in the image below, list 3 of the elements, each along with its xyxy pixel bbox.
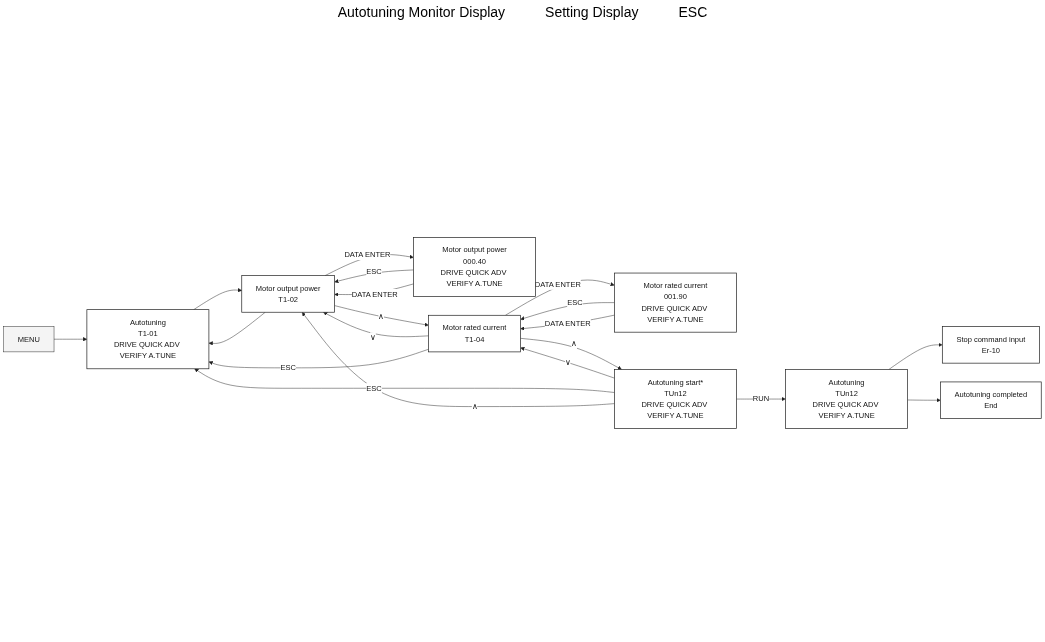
column-heading: Autotuning Monitor Display xyxy=(337,4,506,20)
key-label: ESC xyxy=(678,4,708,20)
column-heading: Setting Display xyxy=(545,4,639,20)
